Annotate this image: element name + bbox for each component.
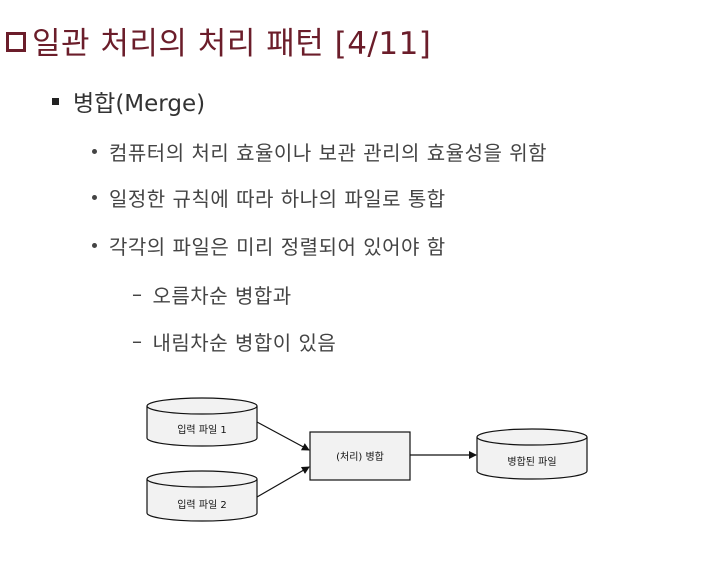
- merge-process-box: (처리) 병합: [309, 431, 411, 481]
- square-bullet-icon: [52, 97, 59, 105]
- square-bullet-icon: [6, 31, 26, 52]
- output-file-label: 병합된 파일: [507, 456, 556, 468]
- dash-bullet-icon: –: [132, 282, 143, 306]
- slide-title-text: 일관 처리의 처리 패턴 [4/11]: [32, 25, 432, 62]
- sub-bullet-text-2: 내림차순 병합이 있음: [152, 330, 337, 355]
- input-file-1-label: 입력 파일 1: [177, 423, 227, 436]
- output-file-cylinder: 병합된 파일: [476, 428, 588, 480]
- merge-process-label: (처리) 병합: [336, 451, 384, 463]
- arrow-input-1-to-process: [256, 421, 310, 451]
- input-file-2-cylinder: 입력 파일 2: [146, 470, 258, 522]
- heading-item: 병합(Merge): [52, 84, 205, 118]
- sub-bullet-item-1: – 오름차순 병합과: [132, 279, 292, 309]
- bullet-item-1: 컴퓨터의 처리 효율이나 보관 관리의 효율성을 위함: [92, 136, 547, 166]
- arrow-input-2-to-process: [256, 466, 310, 498]
- slide-title: 일관 처리의 처리 패턴 [4/11]: [6, 18, 431, 62]
- dot-bullet-icon: [92, 148, 97, 154]
- bullet-item-2: 일정한 규칙에 따라 하나의 파일로 통합: [92, 182, 446, 212]
- bullet-item-3: 각각의 파일은 미리 정렬되어 있어야 함: [92, 230, 446, 260]
- sub-bullet-text-1: 오름차순 병합과: [152, 283, 292, 308]
- bullet-text-1: 컴퓨터의 처리 효율이나 보관 관리의 효율성을 위함: [109, 140, 548, 165]
- dash-bullet-icon: –: [132, 329, 143, 353]
- input-file-1-cylinder: 입력 파일 1: [146, 397, 258, 447]
- dot-bullet-icon: [92, 242, 97, 248]
- input-file-2-label: 입력 파일 2: [177, 498, 227, 511]
- bullet-text-2: 일정한 규칙에 따라 하나의 파일로 통합: [109, 186, 446, 211]
- sub-bullet-item-2: – 내림차순 병합이 있음: [132, 326, 336, 356]
- bullet-text-3: 각각의 파일은 미리 정렬되어 있어야 함: [109, 234, 446, 259]
- dot-bullet-icon: [92, 194, 97, 200]
- heading-text: 병합(Merge): [73, 91, 206, 117]
